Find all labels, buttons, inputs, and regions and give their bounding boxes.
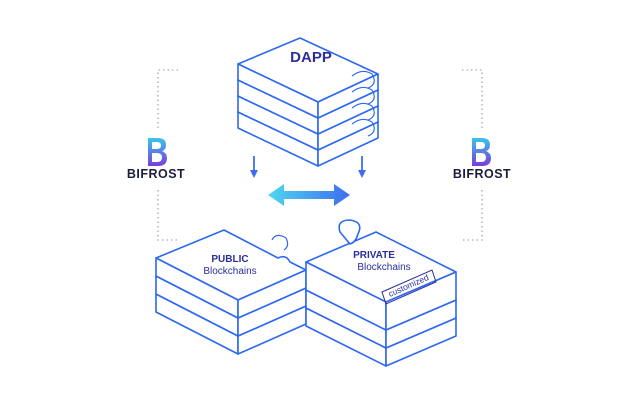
left-bottom-connector [157, 190, 178, 241]
left-brand-name: BIFROST [127, 167, 185, 181]
right-brand-name: BIFROST [453, 167, 511, 181]
private-subtitle: Blockchains [357, 262, 410, 273]
right-top-connector [462, 69, 483, 130]
double-arrow-icon [268, 184, 350, 206]
bifrost-logo-icon [472, 138, 491, 166]
customized-tag-box [381, 269, 437, 305]
public-top-face [155, 229, 307, 301]
private-blockchain-stack [305, 219, 457, 367]
dapp-label: DAPP [290, 49, 332, 66]
dapp-stack [237, 37, 379, 167]
right-bottom-connector [462, 190, 483, 241]
public-title: PUBLIC [211, 254, 248, 265]
bifrost-logo-icon [148, 138, 167, 166]
left-top-connector [157, 69, 178, 130]
down-arrow-icon [358, 156, 366, 178]
private-title: PRIVATE [353, 250, 395, 261]
public-subtitle: Blockchains [203, 266, 256, 277]
public-blockchain-stack [155, 229, 307, 355]
down-arrow-icon [250, 156, 258, 178]
